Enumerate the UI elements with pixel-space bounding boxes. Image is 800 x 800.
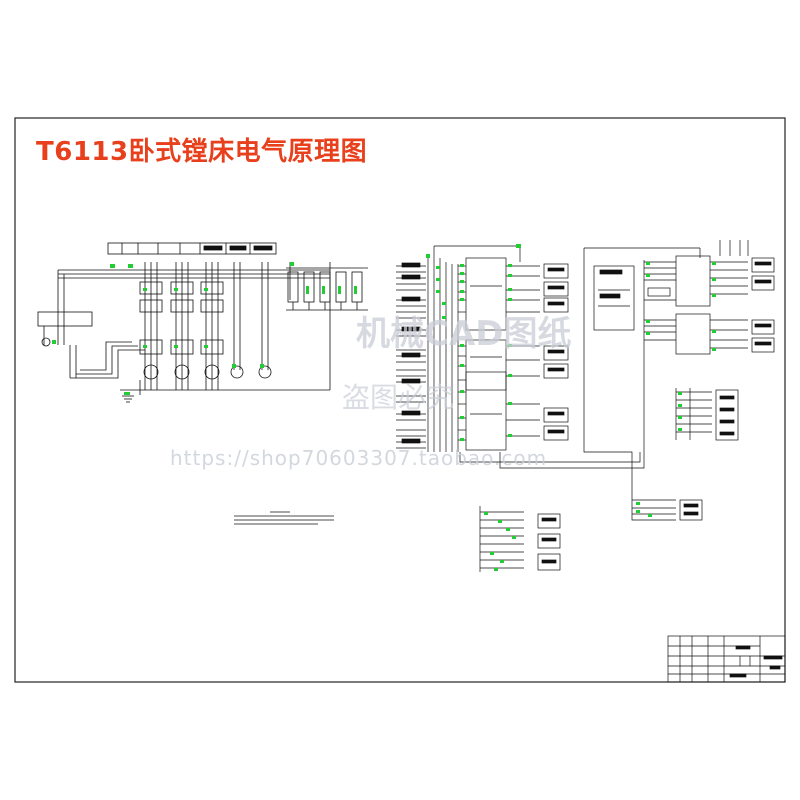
drawing-title: T6113卧式镗床电气原理图 <box>36 137 368 167</box>
contact-markers-bottom <box>484 512 516 571</box>
main-power-circuit <box>37 242 368 403</box>
title-block <box>667 635 786 683</box>
notes-block <box>234 511 334 525</box>
contact-markers-right <box>636 262 716 517</box>
watermark-brand: 机械CAD图纸 <box>356 314 572 354</box>
bottom-io-table <box>479 506 561 572</box>
watermark-notice: 盗图必究 <box>342 381 455 414</box>
watermark-url: https://shop70603307.taobao.com <box>170 446 548 470</box>
right-io-section <box>631 240 775 521</box>
contact-markers-left <box>52 262 357 395</box>
plc-io-section <box>396 245 645 470</box>
contact-markers-plc <box>426 244 521 441</box>
sheet-border <box>14 117 786 683</box>
